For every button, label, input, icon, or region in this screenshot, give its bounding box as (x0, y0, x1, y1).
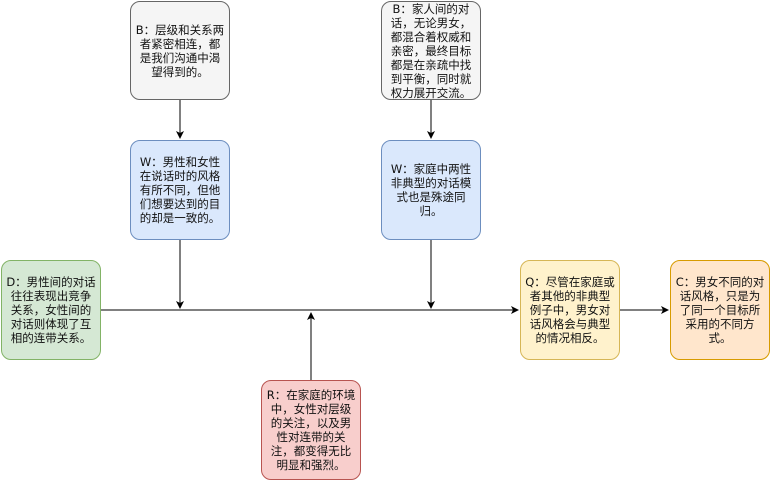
node-w2-text: W：家庭中两性非典型的对话模式也是殊途同归。 (390, 162, 472, 218)
node-c-text: C：男女不同的对话风格，只是为了同一个目标所采用的不同方式。 (675, 275, 765, 345)
node-b2-text: B：家人间的对话，无论男女，都混合着权威和亲密，最终目标都是在亲疏中找到平衡，同… (390, 1, 472, 100)
node-w1-text: W：男性和女性在说话时的风格有所不同，但他们想要达到的目的却是一致的。 (139, 155, 221, 225)
node-q: Q：尽管在家庭或者其他的非典型例子中，男女对话风格会与典型的情况相反。 (520, 260, 620, 360)
node-d-text: D：男性间的对话往往表现出竞争关系，女性间的对话则体现了互相的连带关系。 (6, 275, 96, 345)
node-r: R：在家庭的环境中，女性对层级的关注，以及男性对连带的关注，都变得无比明显和强烈… (261, 380, 361, 480)
node-q-text: Q：尽管在家庭或者其他的非典型例子中，男女对话风格会与典型的情况相反。 (525, 275, 615, 345)
node-b2: B：家人间的对话，无论男女，都混合着权威和亲密，最终目标都是在亲疏中找到平衡，同… (381, 1, 481, 100)
node-w1: W：男性和女性在说话时的风格有所不同，但他们想要达到的目的却是一致的。 (130, 140, 230, 240)
node-b1: B：层级和关系两者紧密相连，都是我们沟通中渴望得到的。 (130, 1, 230, 100)
node-r-text: R：在家庭的环境中，女性对层级的关注，以及男性对连带的关注，都变得无比明显和强烈… (266, 388, 356, 472)
node-d: D：男性间的对话往往表现出竞争关系，女性间的对话则体现了互相的连带关系。 (1, 260, 101, 360)
node-c: C：男女不同的对话风格，只是为了同一个目标所采用的不同方式。 (670, 260, 770, 360)
node-b1-text: B：层级和关系两者紧密相连，都是我们沟通中渴望得到的。 (135, 22, 225, 79)
node-w2: W：家庭中两性非典型的对话模式也是殊途同归。 (381, 140, 481, 240)
